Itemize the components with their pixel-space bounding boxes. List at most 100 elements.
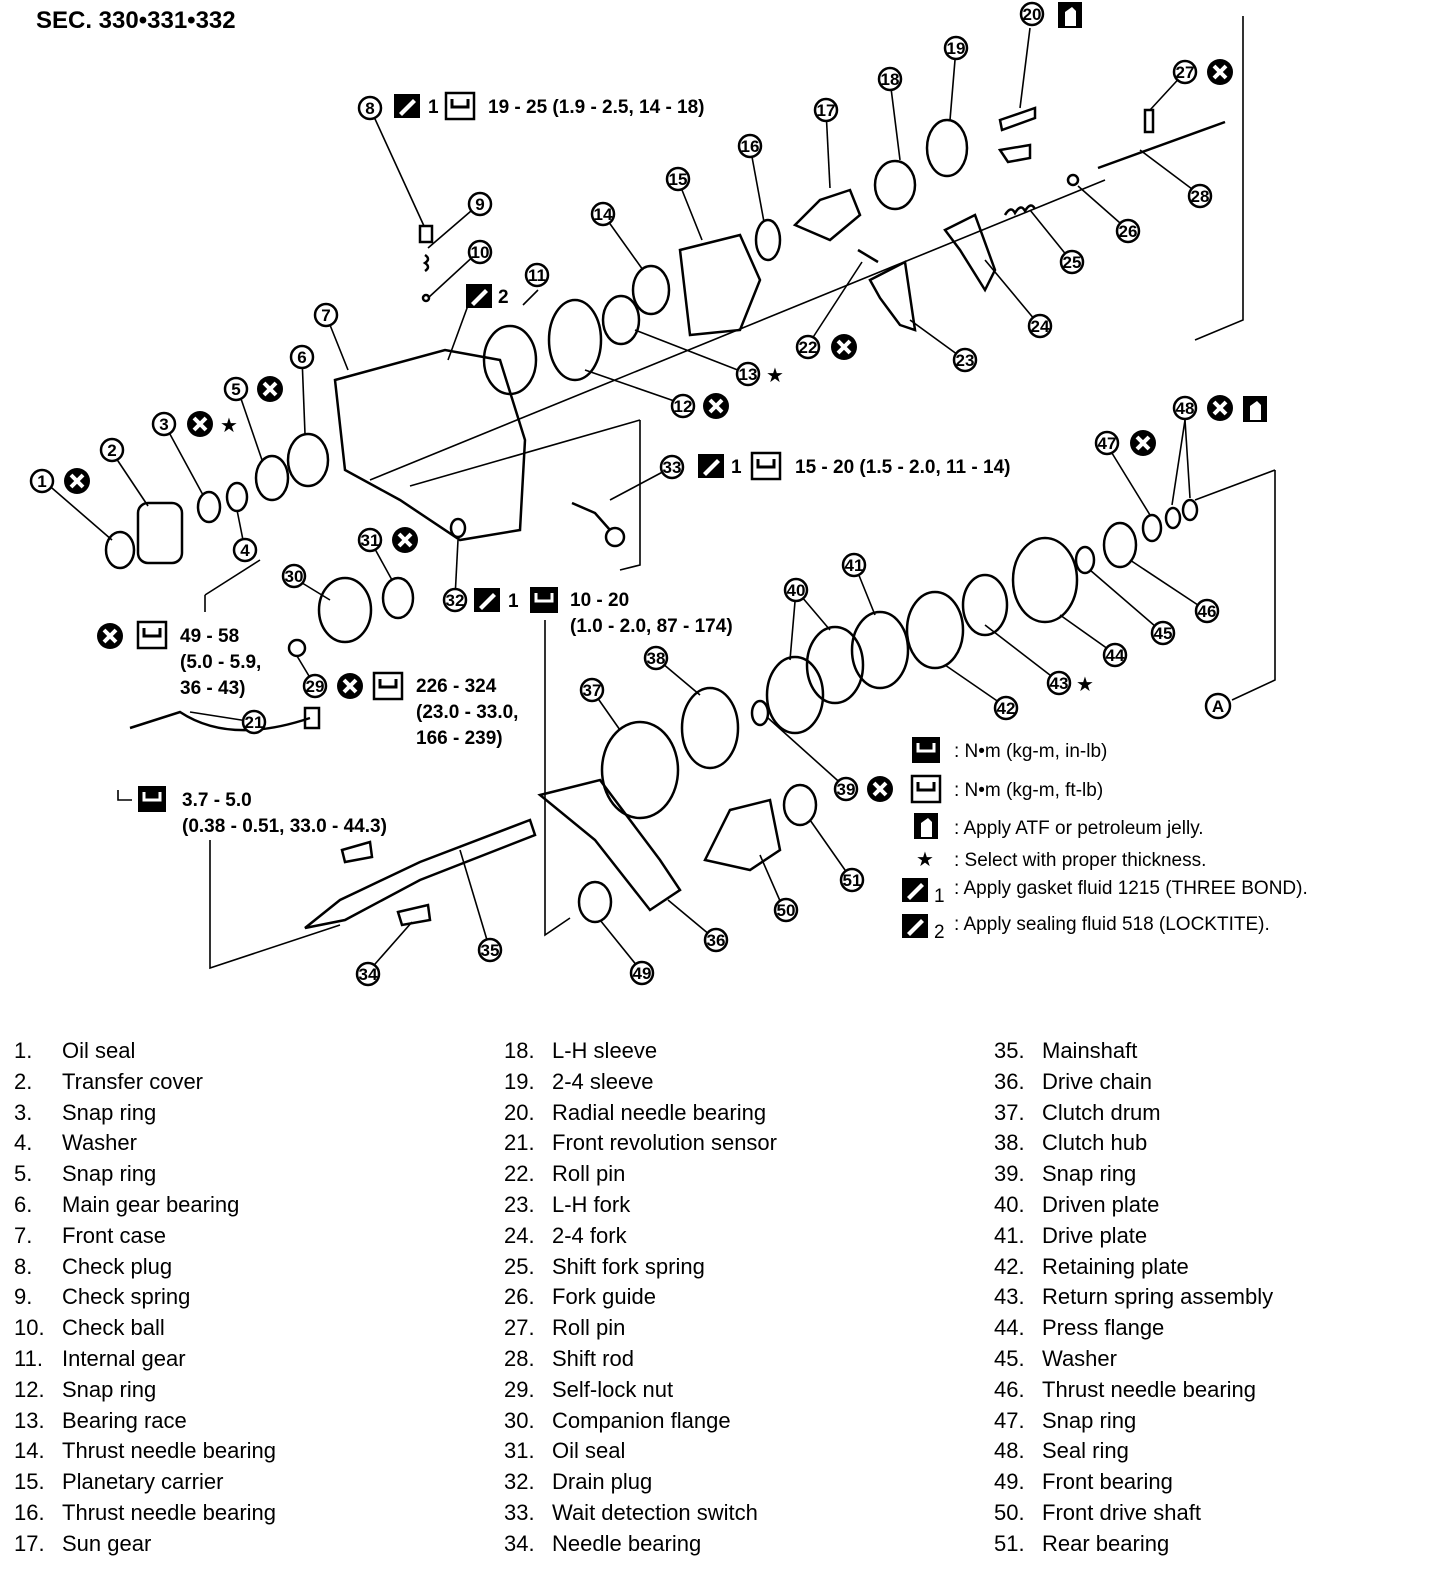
part-number: 31. (504, 1438, 535, 1464)
part-name: Snap ring (1042, 1407, 1137, 1433)
parts-list-item: 5.Snap ring (14, 1159, 484, 1190)
atf-icon (914, 813, 938, 839)
part-number: 6. (14, 1191, 33, 1217)
torque-spec-29-line1: 226 - 324 (416, 676, 497, 697)
svg-text:1: 1 (731, 457, 742, 478)
part-name: Front case (62, 1222, 166, 1248)
svg-text:30: 30 (285, 567, 304, 586)
part-number: 51. (994, 1530, 1025, 1556)
svg-text:49: 49 (633, 964, 652, 983)
part-drawings (104, 106, 1226, 930)
torque-in-lb-icon (912, 737, 940, 763)
parts-list-item: 17.Sun gear (14, 1529, 484, 1560)
part-number: 3. (14, 1099, 33, 1125)
parts-list-item: 44.Press flange (994, 1313, 1456, 1344)
callout-42: 42 (993, 695, 1019, 721)
part-number: 45. (994, 1345, 1025, 1371)
part-number: 34. (504, 1530, 535, 1556)
part-number: 25. (504, 1253, 535, 1279)
torque-ft-lb-icon (910, 774, 942, 804)
part-number: 11. (14, 1345, 43, 1371)
part-name: Thrust needle bearing (1042, 1376, 1257, 1402)
part-name: L-H fork (552, 1191, 631, 1217)
svg-text:5: 5 (231, 380, 240, 399)
part-shift-rod (1097, 120, 1226, 170)
gasket-fluid-icon (474, 588, 500, 612)
part-name: Oil seal (552, 1438, 626, 1464)
svg-text:12: 12 (674, 397, 693, 416)
part-snap-ring-12 (547, 298, 603, 382)
sealing-fluid-icon (466, 284, 492, 308)
part-number: 38. (994, 1130, 1025, 1156)
thickness-stars: ★ ★ ★ (220, 365, 1094, 696)
parts-list-item: 33.Wait detection switch (504, 1498, 974, 1529)
callout-12: 12 (670, 393, 696, 419)
callout-37: 37 (579, 677, 605, 703)
part-number: 21. (504, 1130, 535, 1156)
part-name: Wait detection switch (552, 1499, 758, 1525)
callout-17: 17 (813, 97, 839, 123)
svg-text:18: 18 (881, 70, 900, 89)
part-front-case (333, 348, 527, 542)
part-number: 48. (994, 1438, 1025, 1464)
gasket-fluid-icon (394, 94, 420, 118)
part-driven-plate-a (765, 655, 825, 735)
part-number: 12. (14, 1376, 45, 1402)
part-roll-pin-27 (1143, 108, 1155, 134)
svg-text:29: 29 (306, 677, 325, 696)
parts-list-item: 32.Drain plug (504, 1467, 974, 1498)
part-name: Front drive shaft (1042, 1499, 1201, 1525)
part-name: Clutch hub (1042, 1130, 1148, 1156)
part-number: 2. (14, 1068, 33, 1094)
part-name: Sun gear (62, 1530, 152, 1556)
parts-list-item: 47.Snap ring (994, 1406, 1456, 1437)
part-number: 37. (994, 1099, 1025, 1125)
part-sun-gear (792, 188, 862, 242)
parts-list-item: 9.Check spring (14, 1282, 484, 1313)
part-name: Drain plug (552, 1469, 653, 1495)
part-number: 8. (14, 1253, 33, 1279)
part-number: 43. (994, 1284, 1025, 1310)
part-number: 19. (504, 1068, 535, 1094)
parts-list-item: 8.Check plug (14, 1252, 484, 1283)
parts-list-item: 15.Planetary carrier (14, 1467, 484, 1498)
part-name: Shift fork spring (552, 1253, 705, 1279)
part-number: 42. (994, 1253, 1025, 1279)
callout-30: 30 (281, 563, 307, 589)
parts-list-item: 36.Drive chain (994, 1067, 1456, 1098)
x-mark-icon (97, 623, 123, 649)
part-name: L-H sleeve (552, 1038, 658, 1063)
parts-list-item: 23.L-H fork (504, 1190, 974, 1221)
svg-text:28: 28 (1191, 187, 1210, 206)
ref-a-callout: A (1204, 692, 1232, 720)
svg-text:21: 21 (245, 713, 264, 732)
svg-text:2: 2 (498, 287, 509, 308)
callout-39: 39 (833, 776, 859, 802)
parts-list-item: 1.Oil seal (14, 1036, 484, 1067)
parts-list-item: 4.Washer (14, 1128, 484, 1159)
callout-18: 18 (877, 66, 903, 92)
callout-50: 50 (773, 897, 799, 923)
part-drain-plug (449, 517, 467, 539)
svg-text:22: 22 (799, 338, 818, 357)
part-rear-bearing (782, 783, 818, 827)
callout-22: 22 (795, 334, 821, 360)
callout-20: 20 (1019, 1, 1045, 27)
part-name: 2-4 fork (552, 1222, 627, 1248)
parts-list-item: 19.2-4 sleeve (504, 1067, 974, 1098)
parts-list-item: 30.Companion flange (504, 1406, 974, 1437)
part-wait-detection-switch (571, 501, 611, 531)
callout-8: 8 (357, 95, 383, 121)
torque-ft-lb-icon (136, 620, 168, 650)
svg-text:15: 15 (669, 170, 688, 189)
part-2-4-sleeve (925, 118, 969, 178)
svg-text:6: 6 (297, 348, 306, 367)
part-name: Return spring assembly (1042, 1284, 1274, 1310)
part-name: Check spring (62, 1284, 191, 1310)
star-icon: ★ (220, 415, 238, 437)
callout-9: 9 (467, 191, 493, 217)
callout-41: 41 (841, 552, 867, 578)
part-number: 26. (504, 1284, 535, 1310)
svg-text:20: 20 (1023, 5, 1042, 24)
part-number: 35. (994, 1038, 1025, 1063)
